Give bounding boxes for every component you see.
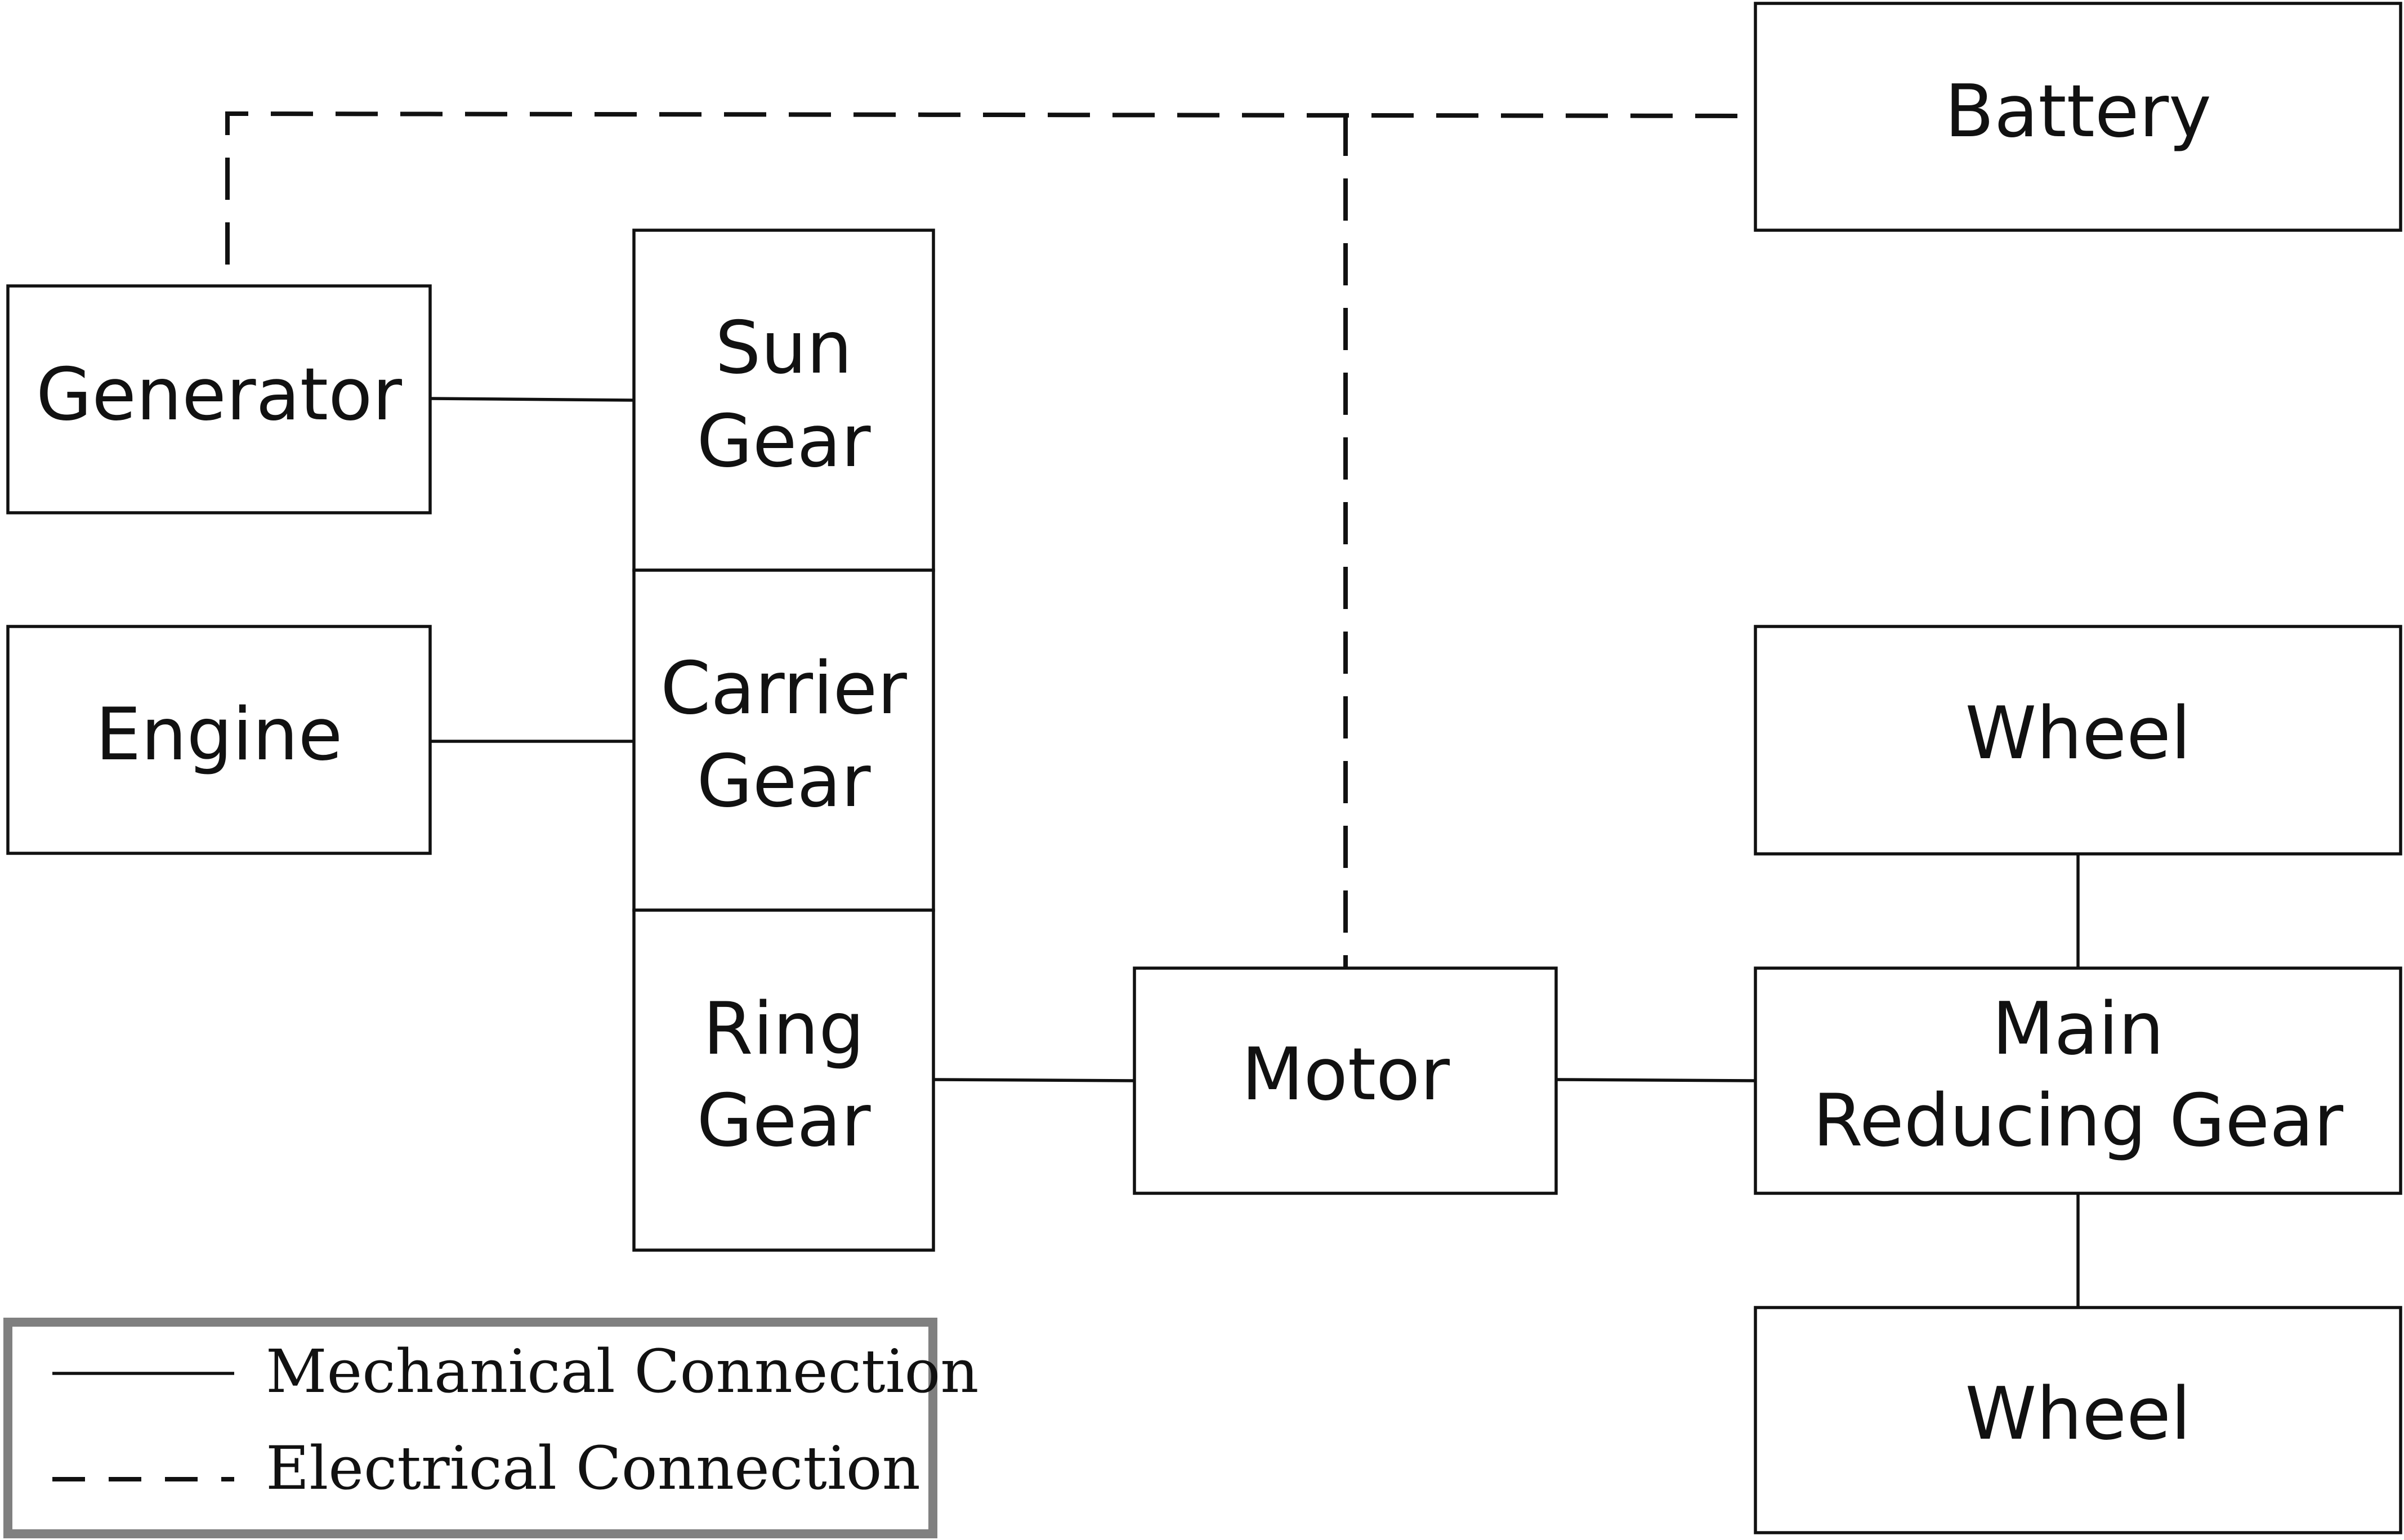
mechanical-connections <box>430 397 2080 1308</box>
legend-mechanical-label: Mechanical Connection <box>266 1337 979 1406</box>
engine-node: Engine <box>6 625 432 855</box>
legend-electrical-label: Electrical Connection <box>266 1434 921 1503</box>
wheel-bottom-label: Wheel <box>1965 1372 2191 1456</box>
legend-frame <box>3 1318 937 1538</box>
main-reducing-gear-label-line2: Reducing Gear <box>1813 1079 2344 1163</box>
generator-sun-gear-mechanical-line <box>430 397 634 402</box>
carrier-gear-label-line2: Gear <box>697 740 871 823</box>
wheel-top-label: Wheel <box>1965 692 2191 776</box>
main-reducing-gear-box <box>1754 966 2402 1195</box>
engine-label: Engine <box>96 693 343 777</box>
legend: Mechanical Connection Electrical Connect… <box>3 1318 979 1538</box>
ring-gear-label-line2: Gear <box>697 1079 871 1163</box>
electrical-connections <box>225 111 1756 968</box>
wheel-top-box <box>1754 625 2402 856</box>
carrier-gear-box <box>632 568 935 912</box>
sun-gear-label-line1: Sun <box>715 306 852 390</box>
ring-gear-box <box>632 908 935 1252</box>
wheel-top-node: Wheel <box>1754 625 2402 856</box>
motor-label: Motor <box>1241 1033 1450 1117</box>
engine-box <box>6 625 432 855</box>
generator-battery-electrical-line <box>225 111 1756 265</box>
ring-gear-motor-mechanical-line <box>933 1078 1135 1082</box>
battery-node: Battery <box>1754 2 2402 232</box>
sun-gear-node: Sun Gear <box>632 229 935 572</box>
sun-gear-box <box>632 229 935 572</box>
generator-node: Generator <box>6 284 432 514</box>
motor-main-reducing-gear-mechanical-line <box>1556 1078 1756 1082</box>
ring-gear-node: Ring Gear <box>632 908 935 1252</box>
carrier-gear-node: Carrier Gear <box>632 568 935 912</box>
main-reducing-gear-node: Main Reducing Gear <box>1754 966 2402 1195</box>
motor-node: Motor <box>1133 966 1558 1195</box>
battery-label: Battery <box>1945 70 2211 154</box>
battery-box <box>1754 2 2402 232</box>
ring-gear-label-line1: Ring <box>703 987 865 1071</box>
wheel-bottom-box <box>1754 1306 2402 1534</box>
main-reducing-gear-label-line1: Main <box>1992 987 2164 1071</box>
planetary-gear-set: Sun Gear Carrier Gear Ring Gear <box>632 229 935 1252</box>
motor-box <box>1133 966 1558 1195</box>
wheel-bottom-node: Wheel <box>1754 1306 2402 1534</box>
generator-label: Generator <box>36 353 402 437</box>
carrier-gear-label-line1: Carrier <box>660 647 907 731</box>
generator-box <box>6 284 432 514</box>
sun-gear-label-line2: Gear <box>697 400 871 484</box>
